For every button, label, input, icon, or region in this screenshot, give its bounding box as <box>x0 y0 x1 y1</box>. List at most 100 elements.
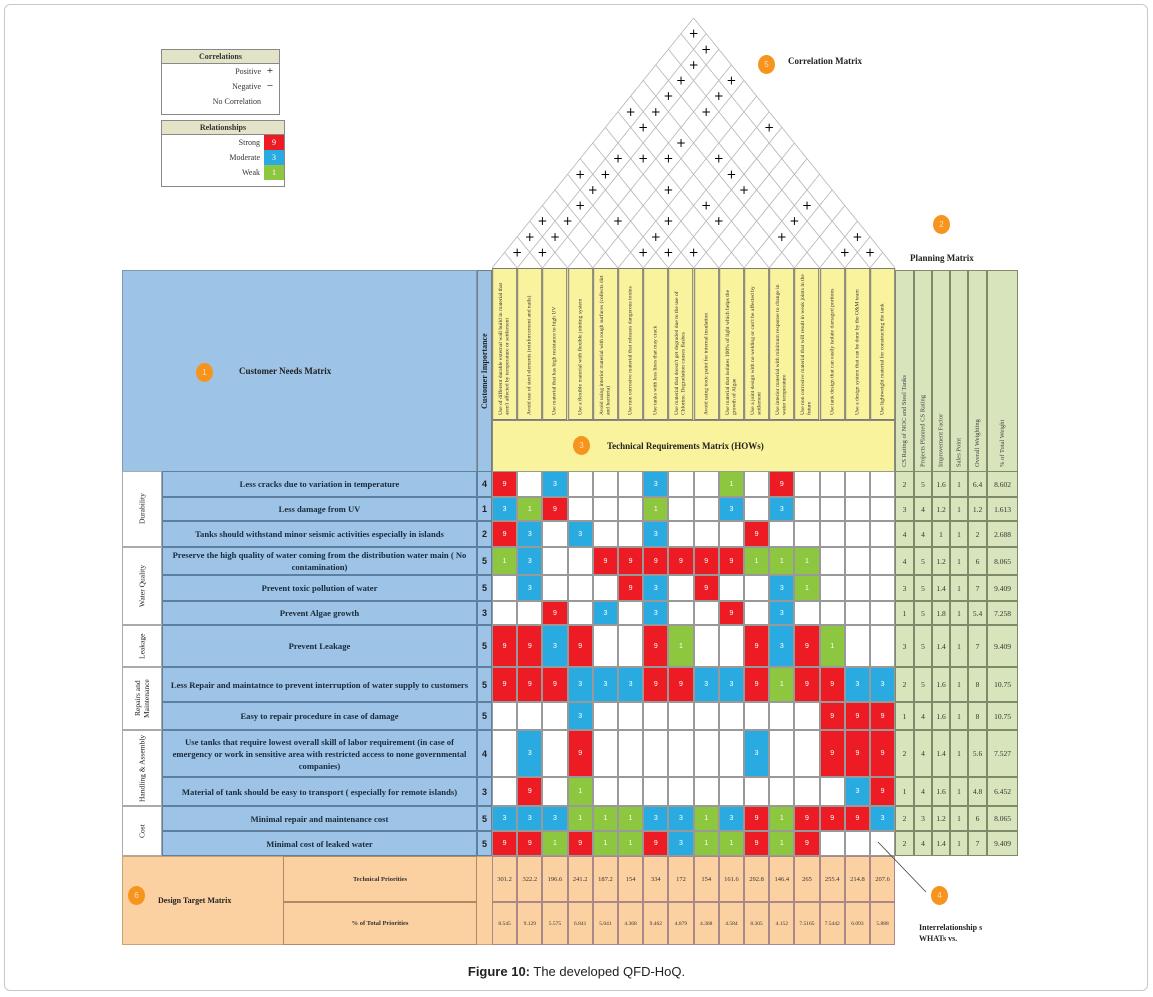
relationship-cell-strong: 9 <box>492 831 518 856</box>
relationship-cell-empty <box>744 777 770 806</box>
planning-value: 1 <box>950 777 968 806</box>
positive-correlation-plus-icon: + <box>613 214 623 228</box>
relationship-cell-strong: 9 <box>819 730 845 777</box>
figure-frame <box>4 4 1148 991</box>
technical-priority-value: 322.2 <box>517 856 543 902</box>
relationship-cell-empty <box>744 471 770 497</box>
technical-requirement-header: Use material that has high resistance to… <box>542 268 568 420</box>
section-number-6: 6 <box>128 886 145 905</box>
relationship-cell-weak: 1 <box>618 831 644 856</box>
weak-swatch: 1 <box>264 165 284 180</box>
positive-correlation-plus-icon: + <box>714 89 724 103</box>
relationship-cell-strong: 9 <box>517 777 543 806</box>
positive-correlation-plus-icon: + <box>663 183 673 197</box>
planning-header: Improvement Factor <box>932 270 950 472</box>
relationship-cell-weak: 1 <box>668 625 694 667</box>
relationship-cell-empty <box>542 730 568 777</box>
positive-correlation-plus-icon: + <box>663 89 673 103</box>
relationship-cell-strong: 9 <box>517 667 543 702</box>
technical-requirement-header: Use material that isolates 100% of light… <box>718 268 744 420</box>
positive-correlation-plus-icon: + <box>663 152 673 166</box>
roof-grid-line <box>718 158 808 269</box>
relationship-cell-empty <box>870 497 896 521</box>
relationship-cell-empty <box>718 777 744 806</box>
planning-value: 9.409 <box>987 575 1018 601</box>
legend-no-correlation: No Correlation <box>212 97 261 106</box>
design-target-title: Design Target Matrix <box>158 896 232 905</box>
planning-value: 2 <box>895 831 914 856</box>
planning-value: 4 <box>914 497 932 521</box>
positive-correlation-plus-icon: + <box>701 105 711 119</box>
relationship-cell-empty <box>819 831 845 856</box>
section-number-3: 3 <box>573 436 590 455</box>
planning-value: 4 <box>914 702 932 730</box>
technical-requirement-header: Avoid using toxic paint for internal ins… <box>693 268 719 420</box>
roof-grid-line <box>819 220 858 269</box>
relationship-cell-strong: 9 <box>492 667 518 702</box>
roof-grid-line <box>605 127 720 269</box>
technical-requirement-header: Use a design system that can be done by … <box>844 268 870 420</box>
customer-need: Minimal cost of leaked water <box>162 831 477 856</box>
relationship-cell-empty <box>794 601 820 625</box>
percent-priority-value: 7.5165 <box>794 902 820 945</box>
technical-priorities-label: Technical Priorities <box>283 856 477 902</box>
positive-correlation-plus-icon: + <box>739 183 749 197</box>
percent-priority-value: 4.152 <box>769 902 795 945</box>
relationship-cell-weak: 1 <box>794 575 820 601</box>
relationship-cell-empty <box>492 702 518 730</box>
technical-priority-value: 301.2 <box>492 856 518 902</box>
relationship-cell-empty <box>668 521 694 547</box>
relationship-cell-strong: 9 <box>542 497 568 521</box>
relationship-cell-strong: 9 <box>794 831 820 856</box>
relationship-cell-empty <box>718 521 744 547</box>
planning-header: CS Rating of NOC and Steel Tanks <box>895 270 914 472</box>
positive-correlation-plus-icon: + <box>651 230 661 244</box>
customer-need: Easy to repair procedure in case of dama… <box>162 702 477 730</box>
relationship-cell-empty <box>870 831 896 856</box>
relationship-cell-strong: 9 <box>567 730 593 777</box>
technical-title-band <box>492 420 895 421</box>
relationship-cell-moderate: 3 <box>643 806 669 831</box>
roof-grid-line <box>668 127 783 269</box>
planning-value: 1 <box>895 777 914 806</box>
percent-priority-value: 6.093 <box>844 902 870 945</box>
planning-value: 3 <box>895 497 914 521</box>
relationship-cell-moderate: 3 <box>769 497 795 521</box>
relationship-cell-empty <box>769 702 795 730</box>
relationship-cell-empty <box>592 497 618 521</box>
relationship-cell-strong: 9 <box>744 625 770 667</box>
planning-header: % of Total Weight <box>987 270 1018 472</box>
planning-value: 4 <box>914 521 932 547</box>
planning-value: 4 <box>914 777 932 806</box>
planning-value: 5 <box>914 547 932 575</box>
technical-priority-value: 154 <box>618 856 644 902</box>
customer-importance-value: 3 <box>477 777 492 806</box>
relationship-cell-moderate: 3 <box>492 497 518 521</box>
positive-correlation-plus-icon: + <box>512 245 522 259</box>
relationship-cell-empty <box>819 601 845 625</box>
relationship-cell-empty <box>844 831 870 856</box>
relationship-cell-empty <box>744 497 770 521</box>
planning-value: 7 <box>968 831 987 856</box>
correlations-legend: Correlations Positive+ Negative− No Corr… <box>161 49 280 115</box>
relationship-cell-empty <box>769 777 795 806</box>
relationship-cell-empty <box>567 547 593 575</box>
relationship-cell-empty <box>718 625 744 667</box>
relationship-cell-strong: 9 <box>744 667 770 702</box>
relationship-cell-weak: 1 <box>718 831 744 856</box>
technical-requirement-header: Use of different durable external wall b… <box>492 268 518 420</box>
technical-priority-value: 146.4 <box>769 856 795 902</box>
relationship-cell-empty <box>693 497 719 521</box>
technical-priority-value: 207.6 <box>870 856 896 902</box>
relationship-cell-strong: 9 <box>517 831 543 856</box>
relationship-cell-empty <box>870 471 896 497</box>
relationship-cell-strong: 9 <box>744 831 770 856</box>
relationship-cell-strong: 9 <box>794 625 820 667</box>
relationship-cell-empty <box>643 730 669 777</box>
roof-grid-line <box>693 18 895 269</box>
relationship-cell-empty <box>693 777 719 806</box>
customer-needs-title: Customer Needs Matrix <box>239 366 332 376</box>
relationship-cell-moderate: 3 <box>567 702 593 730</box>
relationship-cell-empty <box>819 575 845 601</box>
